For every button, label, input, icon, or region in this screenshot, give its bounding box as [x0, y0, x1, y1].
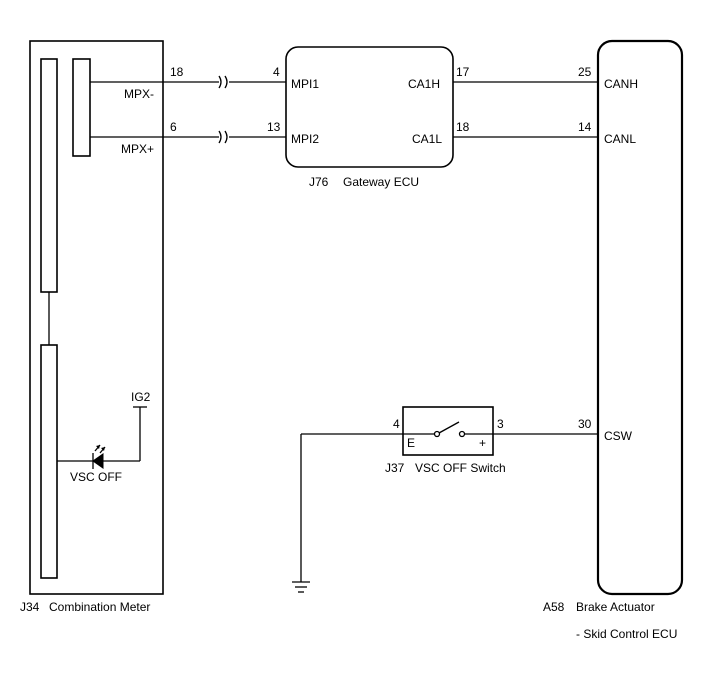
vsc-off-switch-box: [402, 406, 494, 456]
pin-sw-plus: 3: [497, 417, 504, 431]
terminal-canl: CANL: [604, 132, 636, 146]
meter-internal-bar-upper: [40, 58, 58, 293]
pin-gw-mpi1: 4: [273, 65, 280, 79]
gateway-ecu-name: Gateway ECU: [343, 175, 419, 189]
pin-act-canh: 25: [578, 65, 592, 79]
meter-internal-bar-lower: [40, 344, 58, 579]
brake-actuator-box: [596, 39, 684, 596]
wire-break-mark-upper: [218, 75, 228, 89]
meter-internal-bar-mpx: [72, 58, 91, 157]
terminal-switch-plus: +: [479, 436, 486, 450]
ground-icon: [292, 581, 310, 593]
combination-meter-name: Combination Meter: [49, 600, 150, 614]
gateway-ecu-connector: J76: [309, 175, 329, 189]
terminal-mpx-plus: MPX+: [121, 142, 154, 156]
pin-gw-ca1l: 18: [456, 120, 470, 134]
terminal-mpi2: MPI2: [291, 132, 319, 146]
terminal-ca1l: CA1L: [412, 132, 442, 146]
brake-actuator-connector: A58: [543, 600, 565, 614]
terminal-switch-e: E: [407, 436, 415, 450]
wire-break-mark-lower: [218, 130, 228, 144]
terminal-ca1h: CA1H: [408, 77, 440, 91]
switch-contact-icon: [403, 421, 493, 438]
terminal-mpi1: MPI1: [291, 77, 319, 91]
pin-gw-mpi2: 13: [267, 120, 281, 134]
pin-act-canl: 14: [578, 120, 592, 134]
pin-meter-mpx-plus: 6: [170, 120, 177, 134]
combination-meter-connector: J34: [20, 600, 40, 614]
vsc-off-led-icon: [92, 444, 106, 469]
brake-actuator-name: Brake Actuator: [576, 600, 655, 614]
terminal-ig2: IG2: [131, 390, 151, 404]
vsc-off-switch-name: VSC OFF Switch: [415, 461, 506, 475]
gateway-ecu-box: [285, 46, 454, 168]
indicator-vsc-off-label: VSC OFF: [70, 470, 122, 484]
brake-actuator-subtitle: - Skid Control ECU: [576, 627, 677, 641]
terminal-mpx-minus: MPX-: [124, 87, 154, 101]
terminal-csw: CSW: [604, 429, 633, 443]
pin-act-csw: 30: [578, 417, 592, 431]
terminal-canh: CANH: [604, 77, 638, 91]
pin-meter-mpx-minus: 18: [170, 65, 184, 79]
pin-sw-e: 4: [393, 417, 400, 431]
pin-gw-ca1h: 17: [456, 65, 470, 79]
vsc-off-switch-connector: J37: [385, 461, 405, 475]
